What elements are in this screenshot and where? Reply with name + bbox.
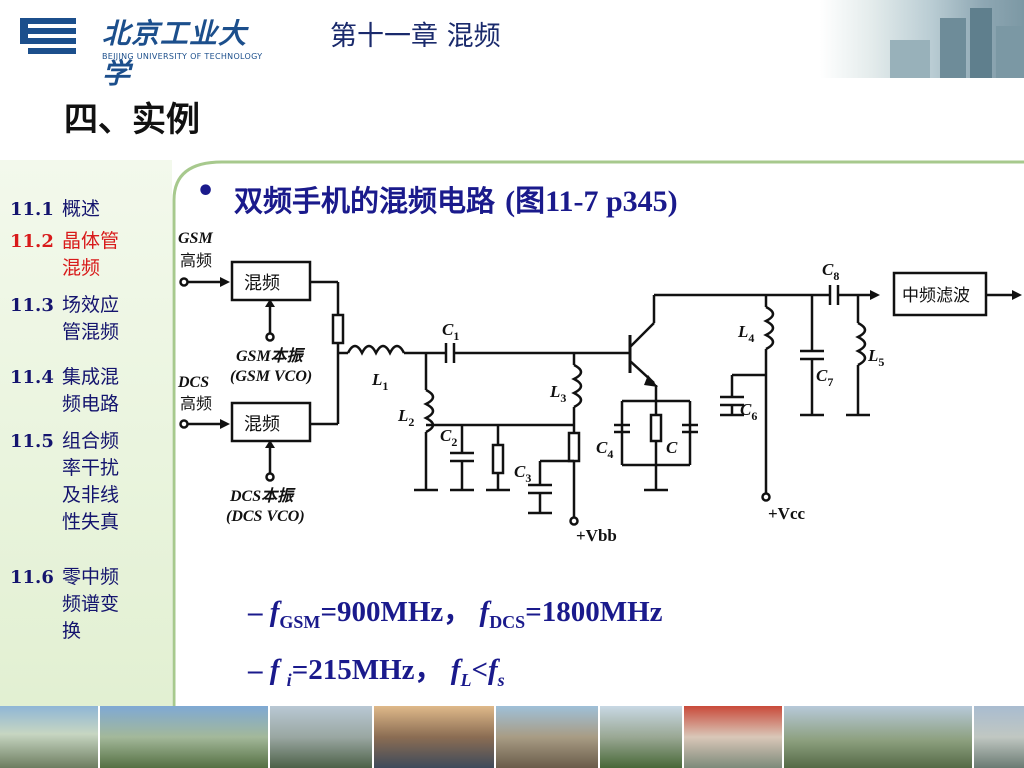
sidebar-item-11-4[interactable]: 11.4 集成混 频电路: [10, 364, 160, 418]
C-label: C: [666, 438, 678, 457]
slide-header: 北京工业大学 BEIJING UNIVERSITY OF TECHNOLOGY …: [0, 0, 1024, 90]
university-logo: 北京工业大学 BEIJING UNIVERSITY OF TECHNOLOGY: [18, 12, 273, 90]
sidebar-item-number: 11.2: [10, 231, 54, 252]
sidebar-item-11-5[interactable]: 11.5 组合频 率干扰 及非线 性失真: [10, 428, 160, 536]
dcs-lo-label: DCS本振: [229, 487, 296, 505]
campus-photo: [374, 706, 496, 768]
sidebar-item-number: 11.1: [10, 199, 54, 220]
gsm-lo-label: GSM本振: [236, 347, 306, 365]
sidebar-item-label-line3: 及非线: [62, 484, 120, 506]
sidebar-item-label-line2: 混频: [62, 257, 101, 279]
sidebar-item-label-line3: 换: [62, 620, 82, 642]
sidebar-item-label: 零中频: [62, 566, 120, 588]
bullet-marker: •: [196, 174, 216, 209]
campus-photo: [0, 706, 100, 768]
L4-label: L4: [737, 322, 754, 345]
sidebar-item-11-6[interactable]: 11.6 零中频 频谱变 换: [10, 564, 160, 645]
L3-label: L3: [549, 382, 566, 405]
sidebar-item-11-3[interactable]: 11.3 场效应 管混频: [10, 292, 160, 346]
sidebar-item-number: 11.5: [10, 431, 54, 452]
campus-photo: [784, 706, 974, 768]
gsm-input: GSM 高频: [178, 230, 230, 287]
vbb-label: +Vbb: [576, 526, 617, 545]
dcs-input-label: DCS: [177, 374, 209, 391]
sidebar-item-label-line2: 频电路: [62, 393, 120, 415]
gsm-input-label: GSM: [178, 230, 213, 247]
sidebar-item-label: 概述: [62, 198, 101, 220]
campus-photo: [600, 706, 684, 768]
panel-border-curve: [172, 160, 1024, 706]
sidebar-item-label-line2: 频谱变: [62, 593, 120, 615]
sidebar-item-label: 场效应: [62, 294, 120, 316]
sidebar-item-number: 11.3: [10, 295, 54, 316]
bullet-heading-text: 双频手机的混频电路: [234, 184, 496, 218]
sidebar-item-label-line2: 率干扰: [62, 457, 120, 479]
campus-photo: [684, 706, 784, 768]
sidebar-item-11-1[interactable]: 11.1 概述: [10, 196, 160, 223]
L2-label: L2: [397, 406, 414, 429]
dual-band-mixer-circuit: GSM 高频 混频 GSM本振 (GSM VCO) DCS 高频 混频 DCS本…: [177, 230, 1022, 545]
L1-label: L1: [371, 370, 388, 393]
sidebar-item-label-line4: 性失真: [62, 511, 120, 533]
campus-photo: [496, 706, 600, 768]
L5-label: L5: [867, 346, 884, 369]
bullet-heading: 双频手机的混频电路 (图11-7 p345): [234, 176, 678, 220]
chapter-title: 第十一章 混频: [330, 21, 501, 52]
sidebar-item-label: 组合频: [62, 430, 120, 452]
logo-mark-icon: [20, 18, 76, 54]
section-title: 四、实例: [64, 100, 200, 140]
dcs-input-label2: 高频: [180, 395, 212, 413]
logo-chinese-name: 北京工业大学: [102, 17, 248, 90]
sidebar-item-number: 11.6: [10, 567, 54, 588]
C7-label: C7: [816, 366, 833, 389]
sidebar-item-label: 晶体管: [62, 230, 120, 252]
sidebar-item-11-2[interactable]: 11.2 晶体管 混频: [10, 228, 160, 282]
vcc-label: +Vcc: [768, 504, 806, 523]
header-campus-photo: [820, 0, 1024, 78]
gsm-vco-label: (GSM VCO): [230, 368, 312, 385]
logo-english-name: BEIJING UNIVERSITY OF TECHNOLOGY: [102, 52, 263, 61]
campus-photo-strip: [0, 706, 1024, 768]
C1-label: C1: [442, 320, 459, 343]
dcs-vco-label: (DCS VCO): [226, 508, 305, 525]
if-filter-label: 中频滤波: [902, 286, 970, 305]
sidebar-item-label-line2: 管混频: [62, 321, 120, 343]
figure-reference: (图11-7 p345): [505, 185, 678, 218]
sidebar-item-label: 集成混: [62, 366, 120, 388]
C8-label: C8: [822, 260, 839, 283]
gsm-input-label2: 高频: [180, 252, 212, 270]
C4-label: C4: [596, 438, 613, 461]
C3-label: C3: [514, 462, 531, 485]
campus-photo: [270, 706, 374, 768]
sidebar-item-number: 11.4: [10, 367, 54, 388]
dcs-mixer-label: 混频: [244, 414, 280, 434]
C6-label: C6: [740, 400, 757, 423]
content-panel: [172, 160, 1024, 706]
C2-label: C2: [440, 426, 457, 449]
campus-photo: [100, 706, 270, 768]
gsm-mixer-label: 混频: [244, 273, 280, 293]
frequency-formula-2: – f i=215MHz， fL<fs: [248, 654, 505, 690]
sidebar: [0, 160, 172, 706]
frequency-formula-1: – fGSM=900MHz， fDCS=1800MHz: [248, 596, 663, 632]
campus-photo: [974, 706, 1024, 768]
